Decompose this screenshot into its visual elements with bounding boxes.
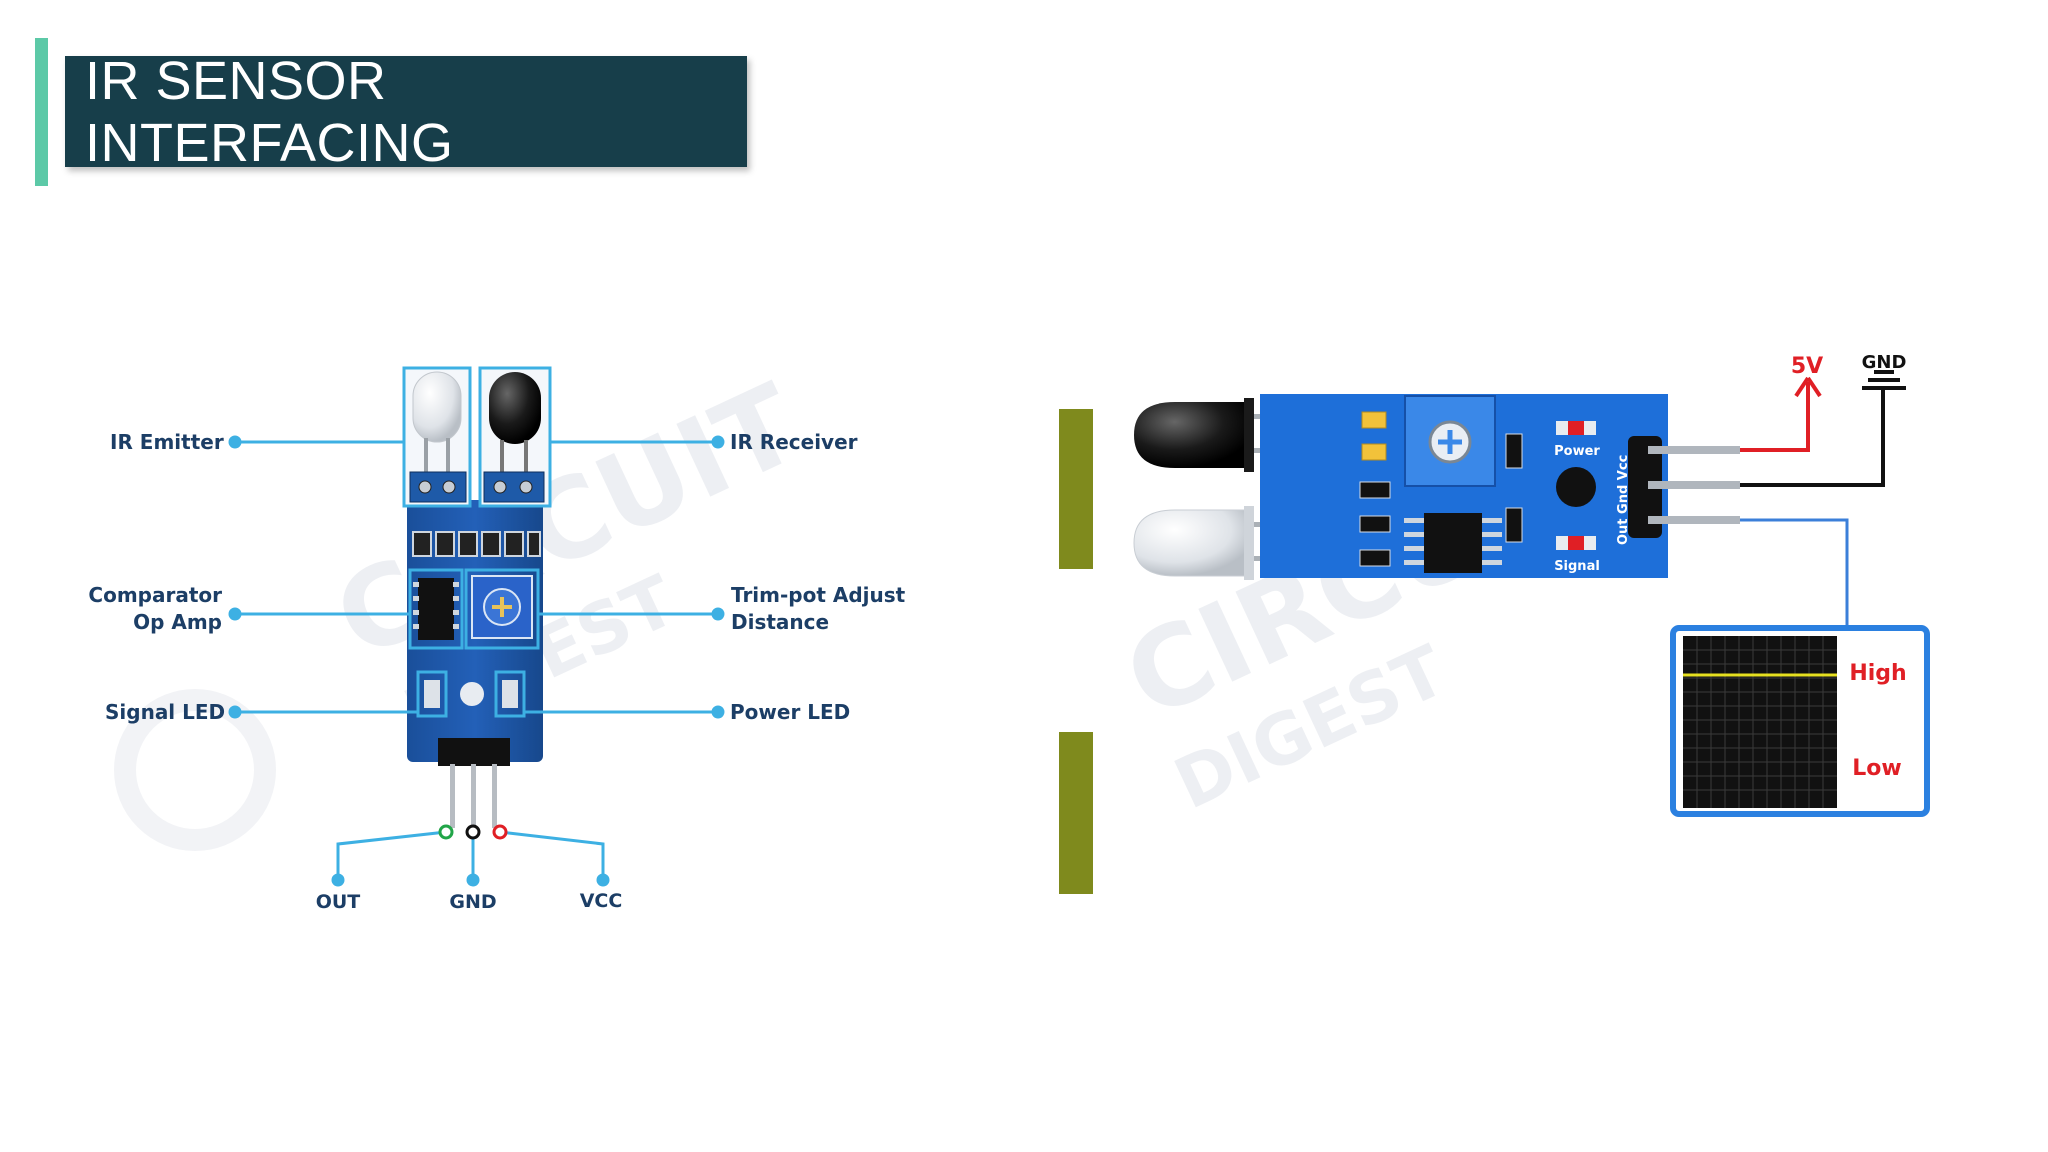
label-power-led: Power LED bbox=[730, 700, 850, 724]
wire-out bbox=[1740, 518, 1849, 627]
label-ir-receiver: IR Receiver bbox=[730, 430, 858, 454]
trimpot bbox=[471, 575, 533, 639]
callouts bbox=[228, 435, 725, 887]
obstacle-near bbox=[1059, 409, 1093, 569]
label-scope-low: Low bbox=[1852, 756, 1901, 781]
scope-screen bbox=[1683, 636, 1837, 808]
label-gnd-right: GND bbox=[1862, 352, 1907, 373]
receiver-led bbox=[489, 372, 541, 444]
power-led-chip bbox=[502, 680, 518, 708]
label-pin-out: OUT bbox=[316, 891, 361, 913]
board-label-pins: Out Gnd Vcc bbox=[1616, 455, 1631, 545]
obstacle-far bbox=[1059, 732, 1093, 894]
board-chip bbox=[1424, 513, 1482, 573]
label-trimpot-line1: Trim-pot Adjust bbox=[731, 583, 906, 607]
comparator-chip bbox=[418, 578, 454, 640]
board-label-power: Power bbox=[1554, 444, 1600, 459]
label-pin-vcc: VCC bbox=[580, 890, 623, 912]
vcc-pin-dot bbox=[492, 824, 508, 840]
scope-grid bbox=[1683, 636, 1837, 808]
label-comparator-line1: Comparator bbox=[88, 583, 222, 607]
gnd-symbol bbox=[1862, 370, 1906, 390]
wire-gnd bbox=[1740, 388, 1885, 487]
gnd-pin-dot bbox=[465, 824, 481, 840]
out-pin-dot bbox=[438, 824, 454, 840]
signal-led-chip bbox=[424, 680, 440, 708]
label-5v: 5V bbox=[1791, 354, 1823, 379]
label-comparator-line2: Op Amp bbox=[133, 610, 222, 634]
ir-module-top-view bbox=[402, 366, 552, 828]
wire-vcc bbox=[1740, 382, 1810, 452]
label-ir-emitter: IR Emitter bbox=[110, 430, 224, 454]
page-title: IR SENSOR INTERFACING bbox=[85, 50, 454, 173]
emitter-led bbox=[412, 371, 462, 443]
label-scope-high: High bbox=[1849, 661, 1906, 686]
label-trimpot-line2: Distance bbox=[731, 610, 829, 634]
board-mount-hole bbox=[1556, 467, 1596, 507]
board-header bbox=[1628, 436, 1662, 538]
accent-bar bbox=[35, 38, 48, 186]
title-banner: IR SENSOR INTERFACING bbox=[65, 51, 747, 173]
module-header bbox=[438, 738, 510, 766]
board-label-signal: Signal bbox=[1554, 559, 1600, 574]
label-pin-gnd: GND bbox=[449, 891, 496, 913]
label-signal-led: Signal LED bbox=[105, 700, 225, 724]
